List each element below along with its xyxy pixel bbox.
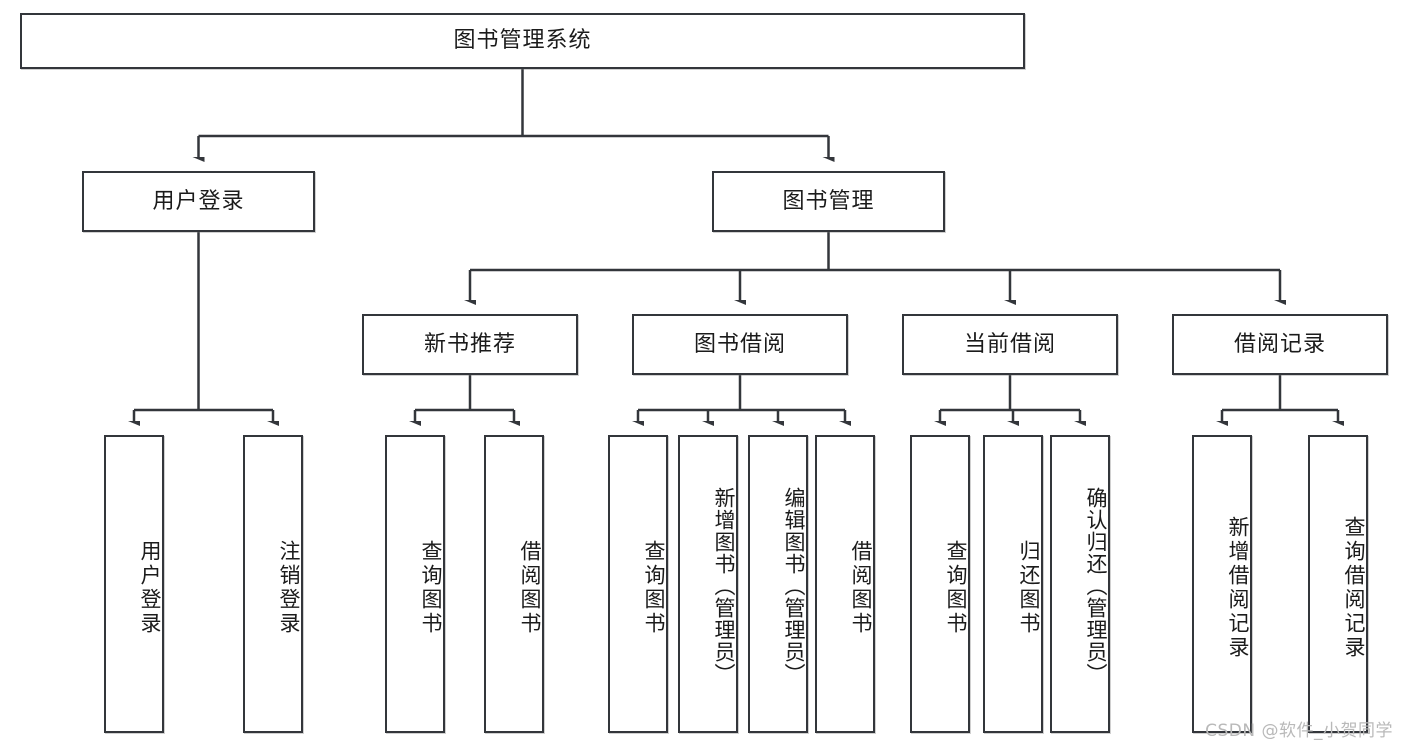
node-leaf-edit-book-admin[interactable]: 编辑图书（管理员） bbox=[748, 435, 808, 733]
node-leaf-return-book[interactable]: 归还图书 bbox=[983, 435, 1043, 733]
node-leaf-borrow-book-recommend[interactable]: 借阅图书 bbox=[484, 435, 544, 733]
node-label-current-borrow: 当前借阅 bbox=[963, 331, 1056, 357]
node-book-management[interactable]: 图书管理 bbox=[712, 171, 945, 232]
node-root[interactable]: 图书管理系统 bbox=[20, 13, 1025, 69]
node-leaf-add-book-admin[interactable]: 新增图书（管理员） bbox=[678, 435, 738, 733]
node-label-leaf-return-book: 归还图书 bbox=[1017, 540, 1041, 636]
node-label-leaf-add-book-admin: 新增图书（管理员） bbox=[712, 487, 736, 685]
node-leaf-query-book-recommend[interactable]: 查询图书 bbox=[385, 435, 445, 733]
node-new-book-recommend[interactable]: 新书推荐 bbox=[362, 314, 578, 375]
node-leaf-user-login[interactable]: 用户登录 bbox=[104, 435, 164, 733]
node-user-login[interactable]: 用户登录 bbox=[82, 171, 315, 232]
node-leaf-logout[interactable]: 注销登录 bbox=[243, 435, 303, 733]
node-label-leaf-logout: 注销登录 bbox=[277, 540, 301, 636]
node-leaf-query-borrow-record[interactable]: 查询借阅记录 bbox=[1308, 435, 1368, 733]
node-label-leaf-confirm-return-admin: 确认归还（管理员） bbox=[1084, 487, 1108, 685]
node-borrow-record[interactable]: 借阅记录 bbox=[1172, 314, 1388, 375]
watermark-text: CSDN @软件_小贺同学 bbox=[1205, 721, 1393, 741]
node-label-borrow-record: 借阅记录 bbox=[1233, 331, 1326, 357]
node-label-leaf-borrow-book-recommend: 借阅图书 bbox=[518, 540, 542, 636]
node-label-leaf-borrow-book: 借阅图书 bbox=[849, 540, 873, 636]
node-leaf-borrow-book[interactable]: 借阅图书 bbox=[815, 435, 875, 733]
node-label-leaf-query-book-recommend: 查询图书 bbox=[419, 540, 443, 636]
node-label-user-login: 用户登录 bbox=[152, 188, 245, 214]
node-label-book-management: 图书管理 bbox=[782, 188, 875, 214]
node-leaf-add-borrow-record[interactable]: 新增借阅记录 bbox=[1192, 435, 1252, 733]
node-label-leaf-query-book-current: 查询图书 bbox=[944, 540, 968, 636]
node-label-root: 图书管理系统 bbox=[453, 28, 592, 54]
node-leaf-confirm-return-admin[interactable]: 确认归还（管理员） bbox=[1050, 435, 1110, 733]
node-label-leaf-query-borrow-record: 查询借阅记录 bbox=[1342, 516, 1366, 660]
node-label-leaf-user-login: 用户登录 bbox=[138, 540, 162, 636]
node-leaf-query-book-borrow[interactable]: 查询图书 bbox=[608, 435, 668, 733]
node-current-borrow[interactable]: 当前借阅 bbox=[902, 314, 1118, 375]
node-leaf-query-book-current[interactable]: 查询图书 bbox=[910, 435, 970, 733]
node-label-leaf-add-borrow-record: 新增借阅记录 bbox=[1226, 516, 1250, 660]
node-label-leaf-query-book-borrow: 查询图书 bbox=[642, 540, 666, 636]
node-label-book-borrow: 图书借阅 bbox=[693, 331, 786, 357]
node-label-new-book-recommend: 新书推荐 bbox=[423, 331, 516, 357]
node-book-borrow[interactable]: 图书借阅 bbox=[632, 314, 848, 375]
node-label-leaf-edit-book-admin: 编辑图书（管理员） bbox=[782, 487, 806, 685]
